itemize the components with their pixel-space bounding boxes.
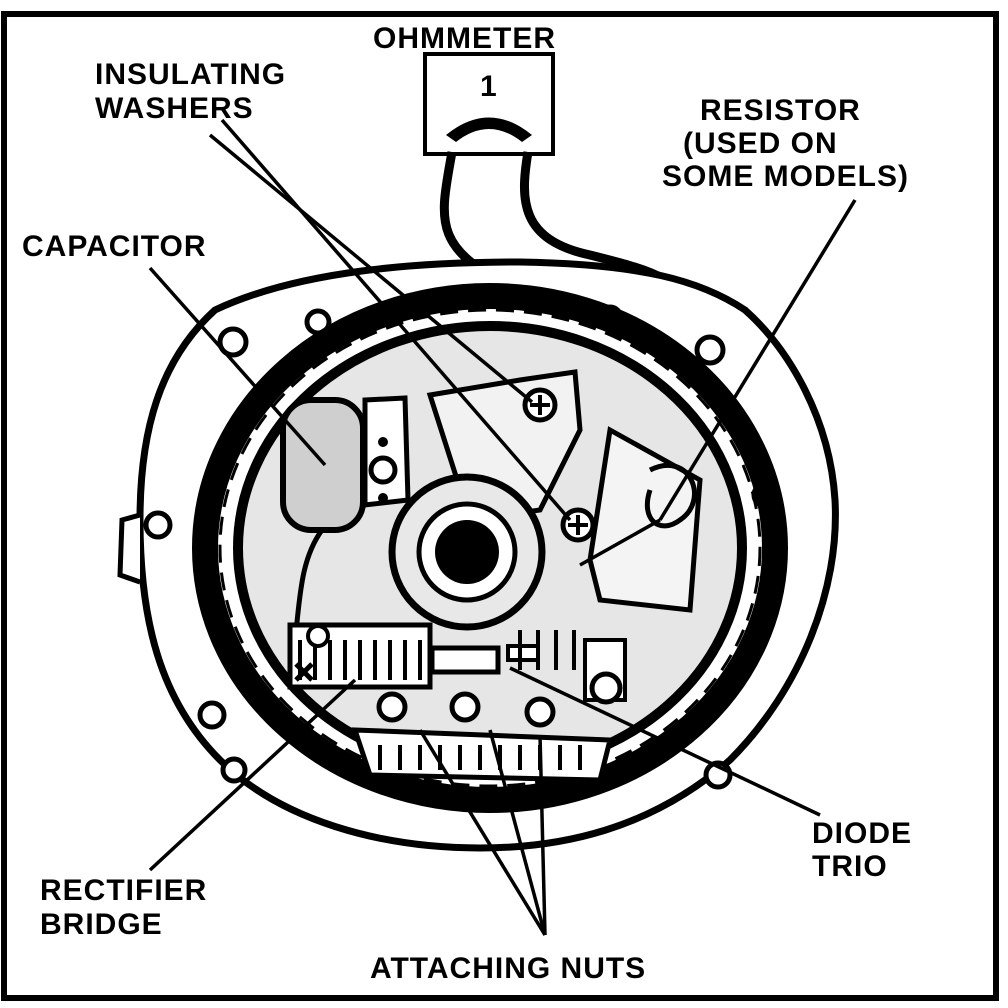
resistor-component <box>644 462 697 529</box>
rectifier-bridge-heatsink <box>287 622 433 690</box>
leader-attaching-nut-2 <box>488 729 547 936</box>
leader-resistor-tip <box>579 518 661 567</box>
capacitor-screw <box>368 455 398 485</box>
label-capacitor: CAPACITOR <box>22 230 207 263</box>
leader-insulating-washers-lower <box>220 118 572 522</box>
leader-resistor <box>658 199 857 521</box>
diode-trio-body <box>429 645 501 675</box>
diode-trio-lead <box>506 644 540 662</box>
label-resistor-line3: SOME MODELS) <box>662 160 909 193</box>
leader-rectifier-bridge <box>148 678 357 872</box>
label-ohmmeter: OHMMETER <box>373 22 556 55</box>
leader-attaching-nut-1 <box>418 729 547 936</box>
callout-labels: OHMMETER INSULATING WASHERS RESISTOR (US… <box>22 22 912 985</box>
stator-winding-outer <box>192 283 788 813</box>
diagram-border <box>1 11 999 1001</box>
attaching-nut-2 <box>449 691 481 723</box>
label-resistor-line2: (USED ON <box>683 127 838 160</box>
label-rectifier-bridge-line1: RECTIFIER <box>40 874 207 907</box>
label-rectifier-bridge-line2: BRIDGE <box>40 908 163 941</box>
flange-bolt-hole <box>694 334 726 366</box>
capacitor-screw <box>378 437 388 447</box>
label-resistor-line1: RESISTOR <box>700 94 861 127</box>
insulating-washer-screw-upper <box>522 387 558 423</box>
bridge-lower-plate <box>351 727 614 783</box>
attaching-nut-1 <box>376 691 408 723</box>
label-insulating-washers-line2: WASHERS <box>95 92 254 125</box>
ohmmeter-body <box>423 52 555 156</box>
ohmmeter-dial-number: 1 <box>480 70 498 103</box>
flange-bolt-hole <box>220 756 248 784</box>
attaching-nut-3 <box>524 696 556 728</box>
label-insulating-washers-line1: INSULATING <box>95 58 286 91</box>
leader-attaching-nut-3 <box>538 734 547 936</box>
label-diode-trio-line1: DIODE <box>812 817 912 850</box>
housing-mount-ear <box>117 512 141 585</box>
flange-bolt-hole <box>217 326 249 358</box>
capacitor-bracket <box>362 395 411 508</box>
label-diode-trio-line2: TRIO <box>812 850 888 883</box>
shaft-bore <box>435 520 499 584</box>
flange-bolt-hole <box>197 700 227 730</box>
leader-capacitor <box>148 266 327 467</box>
flange-bolt-hole <box>143 510 173 540</box>
capacitor-screw <box>378 493 388 503</box>
leader-lines <box>148 118 857 936</box>
heatsink-fins-right <box>518 630 627 705</box>
stator-winding-texture <box>218 308 762 788</box>
leader-diode-trio <box>509 666 821 817</box>
leader-insulating-washers-upper <box>208 133 534 404</box>
ohmmeter-scale <box>446 117 532 142</box>
label-attaching-nuts: ATTACHING NUTS <box>370 952 646 985</box>
